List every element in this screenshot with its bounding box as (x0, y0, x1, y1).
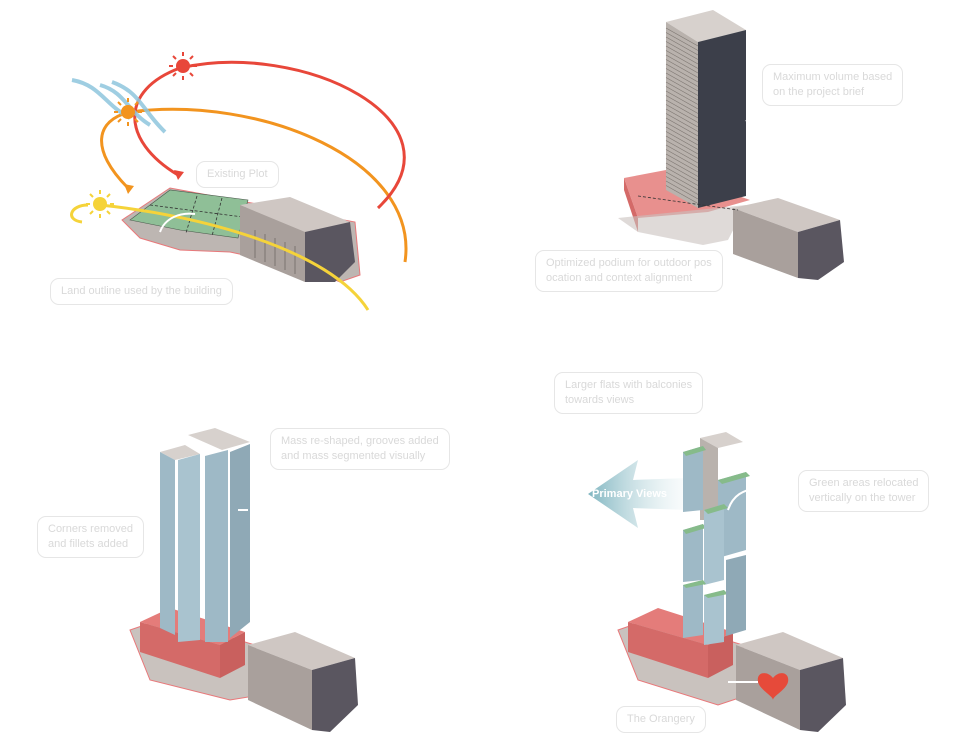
heart-icon (757, 673, 789, 700)
arrow-head-orange (124, 184, 134, 194)
floor-line (665, 54, 699, 74)
green-areas-label: Green areas relocated vertically on the … (798, 470, 930, 512)
floor-line (665, 122, 699, 141)
corners-removed-line1: Corners removed (48, 523, 133, 535)
primary-views-arrow (588, 460, 688, 528)
maximum-volume-line2: on the project brief (773, 86, 865, 98)
floor-line (665, 41, 699, 60)
floor-line (665, 99, 699, 119)
arrow-head-red (174, 170, 184, 180)
larger-flats-line1: Larger flats with balconies (565, 379, 693, 391)
wind-arrows-icon (71, 78, 167, 134)
existing-building-orangery (733, 198, 844, 280)
floor-line (665, 167, 699, 186)
floor-line (665, 72, 699, 92)
sun-icon-yellow (86, 190, 114, 218)
corners-removed-line2: and fillets added (48, 538, 129, 550)
floor-line (665, 176, 699, 195)
floor-line (665, 113, 699, 132)
floor-line (665, 153, 699, 173)
green-areas-line2: vertically on the tower (809, 492, 916, 504)
panel-final-tower: Primary Views Larger flats with balconie… (488, 360, 976, 742)
maximum-volume-tower (666, 10, 746, 208)
floor-line (665, 90, 699, 110)
floor-line (665, 27, 699, 47)
panel-site: Existing Plot Land outline used by the b… (0, 0, 488, 360)
mass-reshaped-label: Mass re-shaped, grooves added and mass s… (270, 428, 450, 470)
floor-line (665, 117, 699, 137)
floor-line (665, 36, 699, 56)
primary-views-text: Primary Views (592, 488, 668, 500)
floor-line (665, 63, 699, 83)
maximum-volume-diagram (618, 10, 844, 280)
floor-line (665, 104, 699, 123)
floor-line (665, 158, 699, 177)
floor-line (665, 126, 699, 146)
floor-line (665, 59, 699, 78)
maximum-volume-line1: Maximum volume based (773, 71, 893, 83)
floor-line (665, 68, 699, 87)
panel-maximum-volume: Maximum volume based on the project brie… (488, 0, 976, 360)
mass-reshaped-line1: Mass re-shaped, grooves added (281, 435, 439, 447)
floor-line (665, 135, 699, 155)
mass-reshaped-line2: and mass segmented visually (281, 450, 426, 462)
floor-line (665, 140, 699, 159)
floor-line (665, 162, 699, 182)
floor-line (665, 180, 699, 200)
corners-removed-label: Corners removed and fillets added (37, 516, 144, 558)
reshaped-tower (160, 428, 250, 642)
land-outline-label: Land outline used by the building (50, 278, 233, 305)
floor-line (665, 81, 699, 101)
optimized-podium-line1: Optimized podium for outdoor pos (546, 257, 712, 269)
existing-building-orangery (248, 632, 358, 732)
reshaped-mass-diagram (129, 428, 358, 732)
optimized-podium-label: Optimized podium for outdoor pos ocation… (535, 250, 723, 292)
sun-path-yellow (70, 203, 370, 311)
optimized-podium-line2: ocation and context alignment (546, 272, 693, 284)
orangery-label: The Orangery (616, 706, 706, 733)
final-tower (683, 432, 750, 645)
final-tower-diagram (588, 432, 846, 732)
panel-reshaped-mass: Mass re-shaped, grooves added and mass s… (0, 360, 488, 742)
larger-flats-line2: towards views (565, 394, 635, 406)
larger-flats-label: Larger flats with balconies towards view… (554, 372, 704, 414)
floor-line (665, 45, 699, 65)
site-diagram (70, 52, 408, 311)
floor-line (665, 50, 699, 69)
floor-line (665, 131, 699, 150)
floor-line (665, 77, 699, 96)
floor-line (665, 185, 699, 204)
floor-line (665, 32, 699, 51)
sun-icon-red (169, 52, 197, 80)
floor-line (665, 95, 699, 114)
floor-line (665, 144, 699, 164)
existing-plot-label: Existing Plot (196, 161, 279, 188)
maximum-volume-label: Maximum volume based on the project brie… (762, 64, 904, 106)
floor-line (665, 149, 699, 168)
floor-line (665, 108, 699, 128)
floor-line (665, 86, 699, 105)
sun-icon-orange (114, 98, 142, 126)
green-areas-line1: Green areas relocated (809, 477, 919, 489)
existing-building-orangery (736, 632, 846, 732)
sun-path-red (133, 60, 406, 210)
floor-line (665, 171, 699, 191)
